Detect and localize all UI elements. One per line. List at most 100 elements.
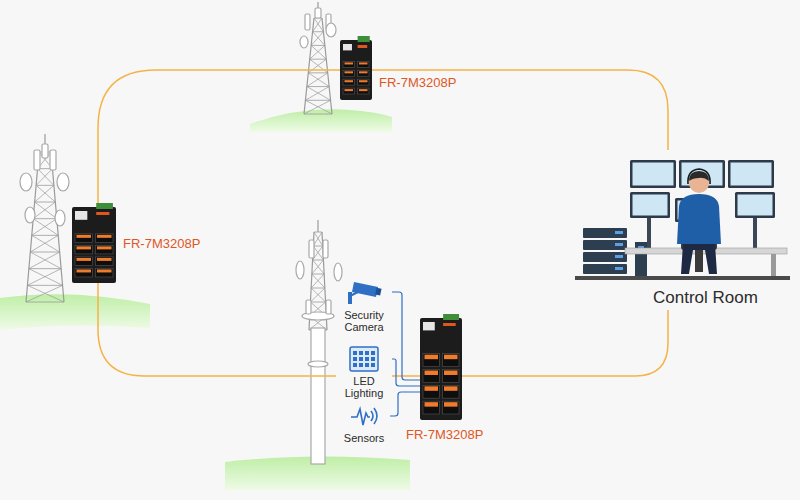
rj45-port [96, 234, 114, 243]
antenna-dish [326, 23, 336, 37]
antenna-panel [50, 150, 56, 170]
chair-post [695, 250, 703, 272]
tower-brace [30, 252, 61, 269]
rj45-port [75, 268, 93, 277]
panel-key [353, 363, 357, 367]
brand-strip [96, 212, 109, 215]
panel-key [365, 351, 369, 355]
antenna-dish [57, 173, 69, 191]
tower-brace [304, 114, 332, 115]
tower-brace [33, 202, 55, 219]
port-led [444, 386, 458, 390]
control-room: Control Room [575, 150, 790, 310]
tower-brace [307, 87, 331, 101]
tower-brace [313, 260, 325, 274]
tower-brace [314, 18, 323, 32]
device-label: Sensors [338, 432, 390, 444]
tower-brace [308, 73, 329, 87]
port-led [345, 89, 354, 91]
panel-key [359, 351, 363, 355]
antenna-panel [42, 144, 48, 158]
tower-brace [307, 73, 328, 87]
panel-key [365, 363, 369, 367]
monitor-screen [731, 163, 772, 186]
tower-brace [33, 219, 58, 236]
panel-key [353, 351, 357, 355]
sensor-icon [349, 403, 379, 429]
switch-device [72, 207, 116, 283]
tower-brace [305, 100, 330, 101]
tower-brace [311, 45, 326, 59]
switch-device [420, 318, 462, 420]
tower-brace [36, 185, 54, 186]
camera-body [352, 282, 378, 297]
panel-key [371, 351, 375, 355]
switch-body [72, 207, 116, 283]
camera-icon [344, 278, 384, 306]
tower-brace [305, 87, 329, 101]
server-light [615, 231, 623, 234]
switch-device [340, 40, 372, 100]
tower-brace [27, 269, 61, 286]
rj45-port [423, 354, 440, 367]
ring-link [372, 70, 668, 150]
monitor-screen [633, 163, 674, 186]
tower-brace [313, 246, 323, 260]
port-led [359, 89, 368, 91]
switch-body [420, 318, 462, 420]
power-terminal [443, 314, 459, 320]
tower-brace [32, 235, 60, 252]
rj45-port [75, 257, 93, 266]
monitor-frame [735, 192, 775, 218]
rj45-port [423, 370, 440, 383]
port-led [97, 269, 112, 272]
device-label: Security Camera [336, 309, 392, 333]
switch-badge [423, 322, 435, 330]
rj45-port [343, 61, 355, 67]
tower-brace [29, 268, 61, 269]
panel-key [353, 357, 357, 361]
antenna-dish [20, 173, 32, 191]
server-light [615, 267, 623, 270]
antenna-panel [315, 8, 321, 18]
monitor-frame [630, 192, 670, 218]
rj45-port [343, 70, 355, 76]
tower-leg [304, 18, 314, 114]
headset [688, 169, 710, 184]
antenna-panel [323, 240, 328, 258]
ring-link [98, 70, 340, 207]
device-wire [390, 392, 420, 416]
port-led [345, 80, 354, 82]
lighting-panel-icon [349, 346, 379, 372]
port-led [97, 246, 112, 249]
sensor-waves [371, 408, 377, 424]
tower-brace [30, 235, 58, 252]
rj45-port [96, 257, 114, 266]
monitor-frame [630, 160, 676, 188]
tower-brace [308, 72, 327, 73]
room-label: Control Room [651, 288, 760, 308]
antenna-panel [34, 150, 40, 170]
green-hill [250, 109, 392, 132]
tower-brace [32, 219, 57, 236]
tower-brace [35, 185, 54, 202]
control-room-illustration [575, 150, 790, 310]
rj45-port [75, 234, 93, 243]
person-legs [681, 244, 717, 274]
switch-badge [75, 211, 87, 220]
power-terminal [96, 203, 113, 209]
device-label: LED Lighting [336, 375, 392, 399]
tower-brace [311, 45, 325, 46]
port-led [345, 62, 354, 64]
tower-brace [36, 185, 55, 202]
rj45-port [358, 70, 370, 76]
panel-key [365, 357, 369, 361]
rj45-port [423, 401, 440, 414]
port-led [345, 71, 354, 73]
monitor-screen [633, 195, 668, 216]
monitor-stand [647, 218, 651, 250]
rj45-port [358, 79, 370, 85]
tower-brace [313, 31, 324, 32]
tower-brace [32, 235, 58, 236]
panel-key [359, 363, 363, 367]
